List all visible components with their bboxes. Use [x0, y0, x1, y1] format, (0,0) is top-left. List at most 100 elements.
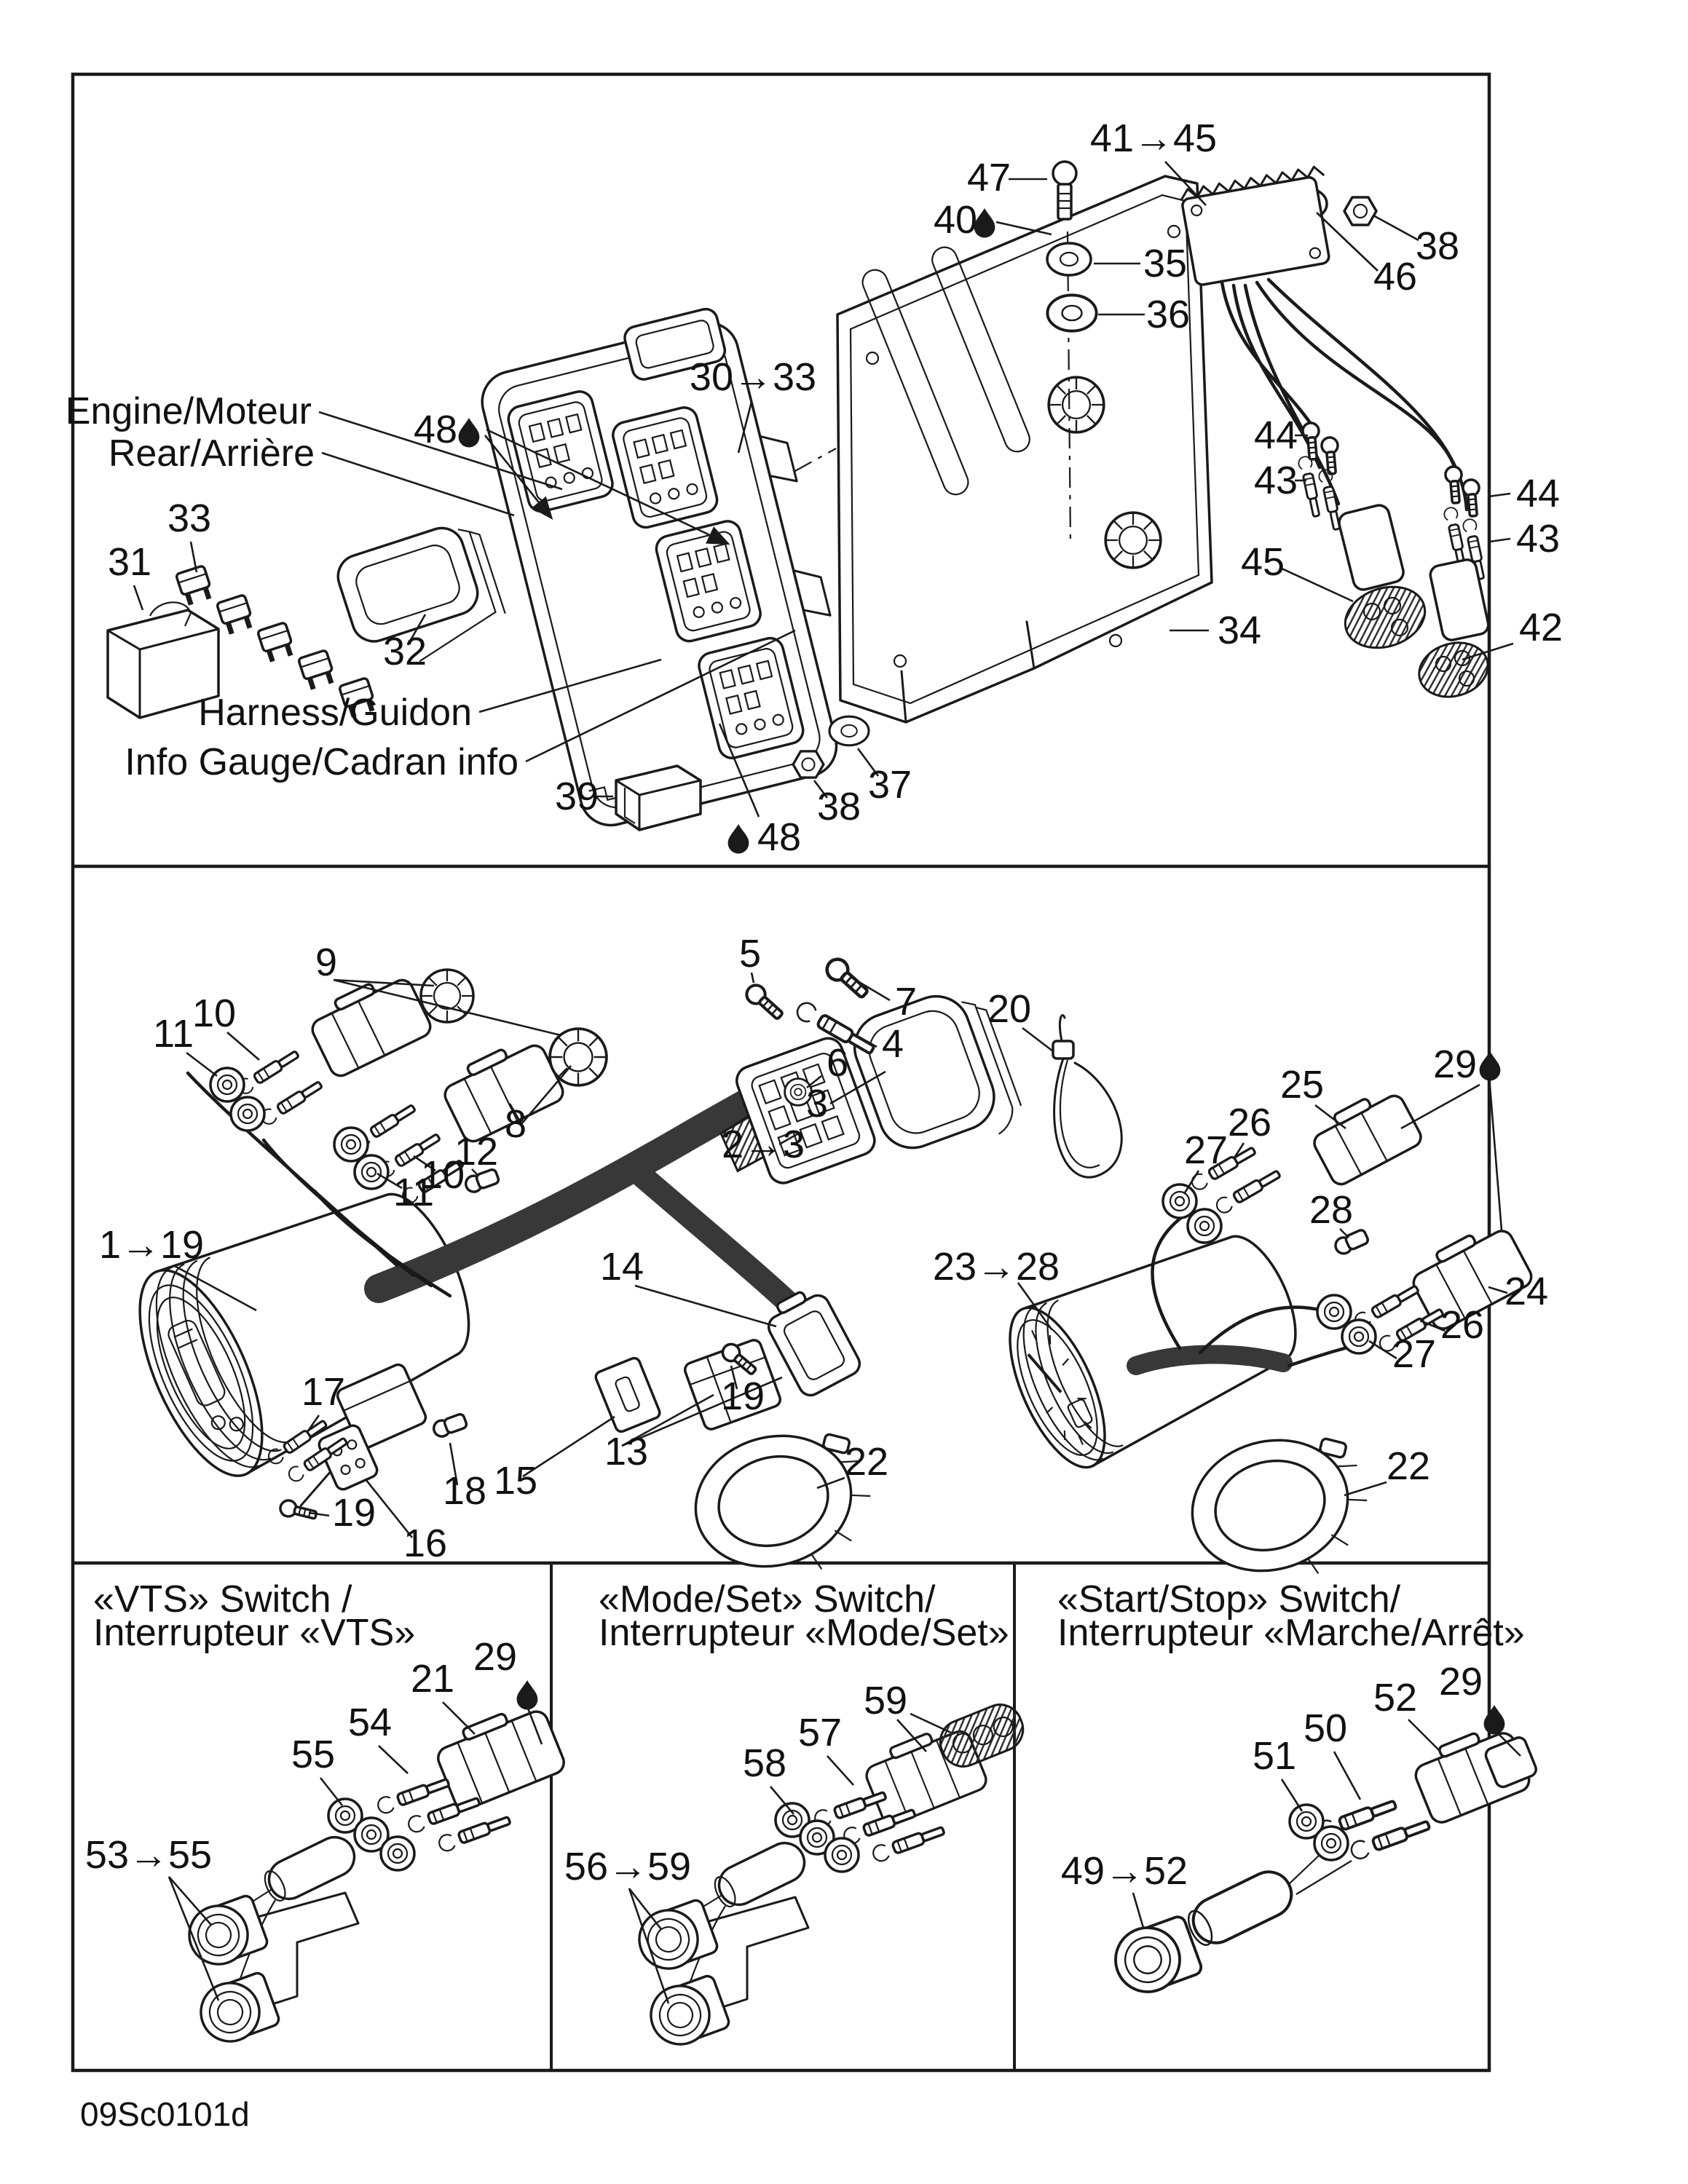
knurled-disc	[1104, 511, 1162, 569]
callout-35: 35	[1143, 242, 1187, 285]
callout-9: 9	[315, 941, 337, 984]
callout-10: 10	[192, 992, 236, 1035]
electrical-center-box	[481, 307, 838, 827]
start-stop-switch-panel: «Start/Stop» Switch/ Interrupteur «March…	[1057, 1578, 1537, 2003]
callout-46: 46	[1373, 255, 1417, 298]
label-rear: Rear/Arrière	[109, 432, 315, 475]
callout-29: 29	[1433, 1042, 1477, 1086]
start-stop-header-line2: Interrupteur «Marche/Arrêt»	[1057, 1612, 1525, 1654]
start-stop-connector-52	[1414, 1732, 1537, 1824]
callout-47: 47	[967, 156, 1011, 199]
seal-3	[853, 994, 1022, 1150]
top-leader-lines	[133, 161, 1514, 818]
callout-43: 43	[1516, 517, 1560, 561]
vts-bracket	[243, 1891, 360, 2011]
callout-22: 22	[1387, 1444, 1430, 1488]
callout-25: 25	[1280, 1063, 1324, 1107]
top-section: 47 40 41→45 35 36 38 46 30→33 48 Engine/…	[66, 116, 1563, 859]
callout-22: 22	[845, 1440, 888, 1484]
callout-56-59: 56→59	[564, 1845, 691, 1888]
mode-set-leader-lines	[628, 1712, 952, 2004]
callout-32: 32	[383, 630, 427, 673]
relay-31	[106, 601, 220, 719]
callout-38: 38	[817, 785, 861, 828]
callout-41-45: 41→45	[1090, 116, 1217, 160]
harness-band	[364, 1076, 784, 1303]
callout-4: 4	[882, 1022, 904, 1066]
callout-52: 52	[1373, 1676, 1417, 1720]
cable-tie-20	[1052, 1014, 1123, 1179]
label-engine: Engine/Moteur	[66, 390, 312, 432]
callout-44: 44	[1516, 472, 1560, 515]
callout-27: 27	[1184, 1128, 1228, 1172]
callout-19: 19	[332, 1491, 376, 1535]
callout-20: 20	[987, 987, 1031, 1031]
start-stop-leader-lines	[1132, 1719, 1521, 1928]
left-terminal-cluster	[209, 968, 608, 1207]
callout-54: 54	[348, 1701, 392, 1744]
callout-48: 48	[757, 815, 801, 859]
callout-51: 51	[1253, 1734, 1296, 1778]
callout-6: 6	[827, 1041, 848, 1085]
info-gauge	[138, 1192, 470, 1477]
callout-19: 19	[721, 1374, 765, 1418]
flat-washer-36	[1046, 293, 1098, 333]
callout-3: 3	[806, 1082, 828, 1125]
callout-17: 17	[301, 1370, 345, 1414]
callout-10: 10	[421, 1153, 465, 1197]
callout-12: 12	[454, 1130, 498, 1174]
retaining-ring-22	[694, 1433, 871, 1570]
callout-45: 45	[1241, 540, 1285, 584]
gasket-32	[336, 526, 506, 662]
nut-38	[792, 750, 825, 779]
callout-11: 11	[153, 1012, 194, 1056]
callout-44: 44	[1254, 414, 1298, 457]
nut-38	[1343, 196, 1378, 226]
middle-section: 9 10 11 5 7 4 6 3 2→3 8 12 10 11 20 25 2…	[99, 932, 1548, 1574]
label-info-gauge: Info Gauge/Cadran info	[125, 741, 518, 783]
callout-50: 50	[1304, 1706, 1347, 1750]
callout-43: 43	[1254, 459, 1298, 502]
mounting-plate	[836, 175, 1213, 724]
callout-55: 55	[291, 1733, 335, 1776]
start-stop-header-line1: «Start/Stop» Switch/	[1057, 1578, 1401, 1621]
callout-13: 13	[604, 1430, 648, 1473]
callout-39: 39	[555, 775, 599, 818]
vts-switch-panel: «VTS» Switch / Interrupteur «VTS» 29 21 …	[85, 1578, 569, 2052]
callout-53-55: 53→55	[85, 1833, 212, 1877]
knurled-cap-9	[548, 1027, 608, 1087]
callout-40: 40	[934, 198, 977, 242]
callout-58: 58	[743, 1741, 786, 1785]
callout-49-52: 49→52	[1061, 1849, 1188, 1893]
callout-2-3: 2→3	[722, 1123, 805, 1166]
vts-leader-lines	[167, 1701, 543, 2001]
callout-16: 16	[403, 1522, 447, 1565]
lock-washer-35	[1046, 242, 1092, 277]
mode-set-header-line1: «Mode/Set» Switch/	[599, 1578, 936, 1621]
callout-15: 15	[494, 1459, 537, 1503]
mode-set-seal-retainer	[939, 1704, 1025, 1768]
callout-59: 59	[864, 1679, 907, 1722]
callout-42: 42	[1519, 606, 1563, 649]
knurled-cap-9	[419, 968, 475, 1024]
right-terminal-cluster	[1127, 1094, 1533, 1375]
knurled-disc	[1047, 376, 1105, 434]
callout-8: 8	[505, 1102, 526, 1146]
assembly-axis	[1066, 231, 1072, 543]
callout-31: 31	[108, 540, 151, 584]
callout-24: 24	[1504, 1270, 1548, 1313]
callout-38: 38	[1416, 224, 1459, 268]
callout-57: 57	[798, 1711, 842, 1754]
callout-26: 26	[1228, 1101, 1271, 1144]
callout-37: 37	[868, 763, 912, 807]
callout-26: 26	[1440, 1303, 1484, 1347]
callout-28: 28	[1309, 1188, 1353, 1232]
switch-connector-cluster	[264, 1291, 861, 1524]
mode-set-header-line2: Interrupteur «Mode/Set»	[599, 1612, 1009, 1654]
gauge-wires	[186, 1071, 452, 1298]
callout-7: 7	[895, 980, 917, 1024]
callout-30-33: 30→33	[690, 355, 816, 399]
callout-36: 36	[1146, 293, 1190, 336]
callout-27: 27	[1392, 1332, 1436, 1376]
